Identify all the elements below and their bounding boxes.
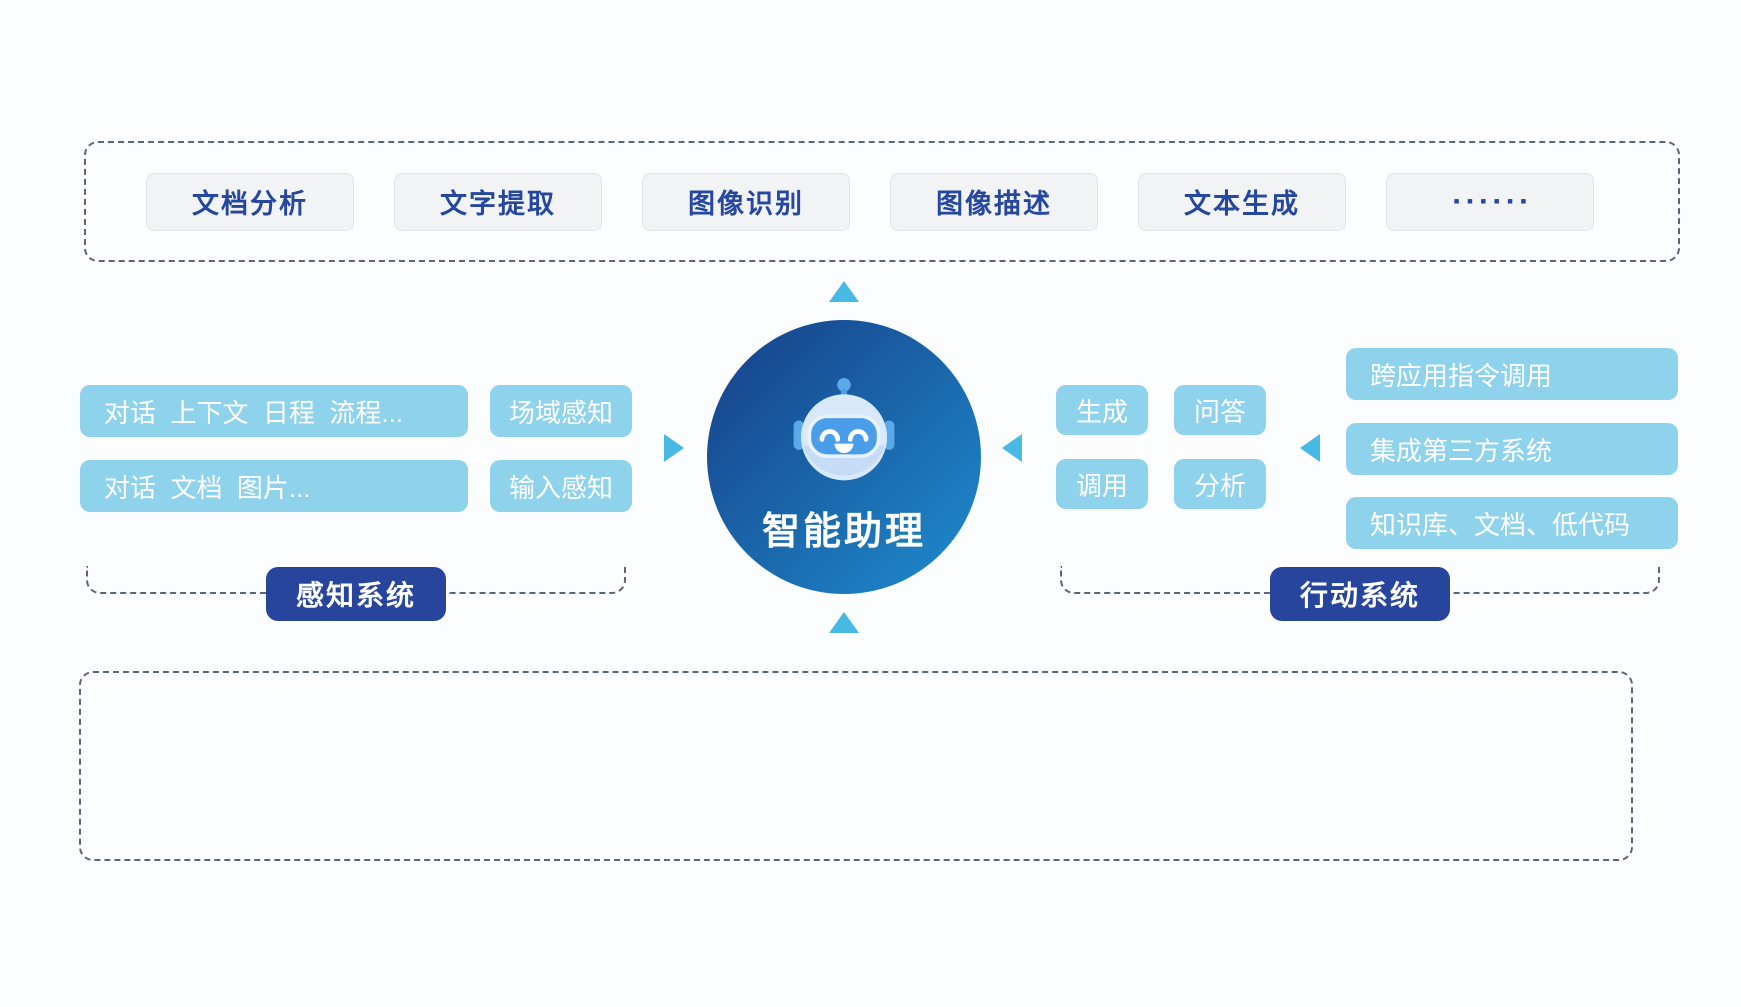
arrow-right-left-side-icon	[664, 434, 684, 462]
perception-system-pill: 感知系统	[266, 567, 446, 621]
robot-icon	[781, 368, 907, 494]
assistant-label: 智能助理	[761, 510, 926, 553]
action-chip-qa: 问答	[1174, 385, 1266, 435]
capability-chip-text-extract: 文字提取	[394, 172, 602, 231]
action-chip-generate: 生成	[1056, 385, 1148, 435]
perception-sense-box-2: 输入感知	[490, 460, 632, 512]
action-chip-invoke: 调用	[1056, 459, 1148, 509]
perception-input-box-2: 对话 文档 图片...	[80, 460, 468, 512]
capabilities-container: 文档分析 文字提取 图像识别 图像描述 文本生成 ▪▪▪▪▪▪	[84, 141, 1680, 262]
arrow-left-action-icon	[1300, 434, 1320, 462]
assistant-circle: 智能助理	[707, 320, 981, 594]
capability-chip-ellipsis: ▪▪▪▪▪▪	[1386, 172, 1594, 231]
action-system-pill: 行动系统	[1270, 567, 1450, 621]
capability-chip-image-recognition: 图像识别	[642, 172, 850, 231]
action-item-knowledge: 知识库、文档、低代码	[1346, 497, 1678, 549]
arrow-up-top-icon	[829, 281, 859, 302]
capability-chip-image-caption: 图像描述	[890, 172, 1098, 231]
capability-chip-doc-analysis: 文档分析	[146, 172, 354, 231]
perception-input-box-1: 对话 上下文 日程 流程...	[80, 385, 468, 437]
capability-chip-text-generation: 文本生成	[1138, 172, 1346, 231]
action-item-cross-app: 跨应用指令调用	[1346, 348, 1678, 400]
arrow-up-bottom-icon	[829, 612, 859, 633]
action-chip-analyze: 分析	[1174, 459, 1266, 509]
arrow-left-right-side-icon	[1002, 434, 1022, 462]
action-item-third-party: 集成第三方系统	[1346, 423, 1678, 475]
perception-sense-box-1: 场域感知	[490, 385, 632, 437]
models-container: deepseek 文心一言	[79, 671, 1633, 861]
